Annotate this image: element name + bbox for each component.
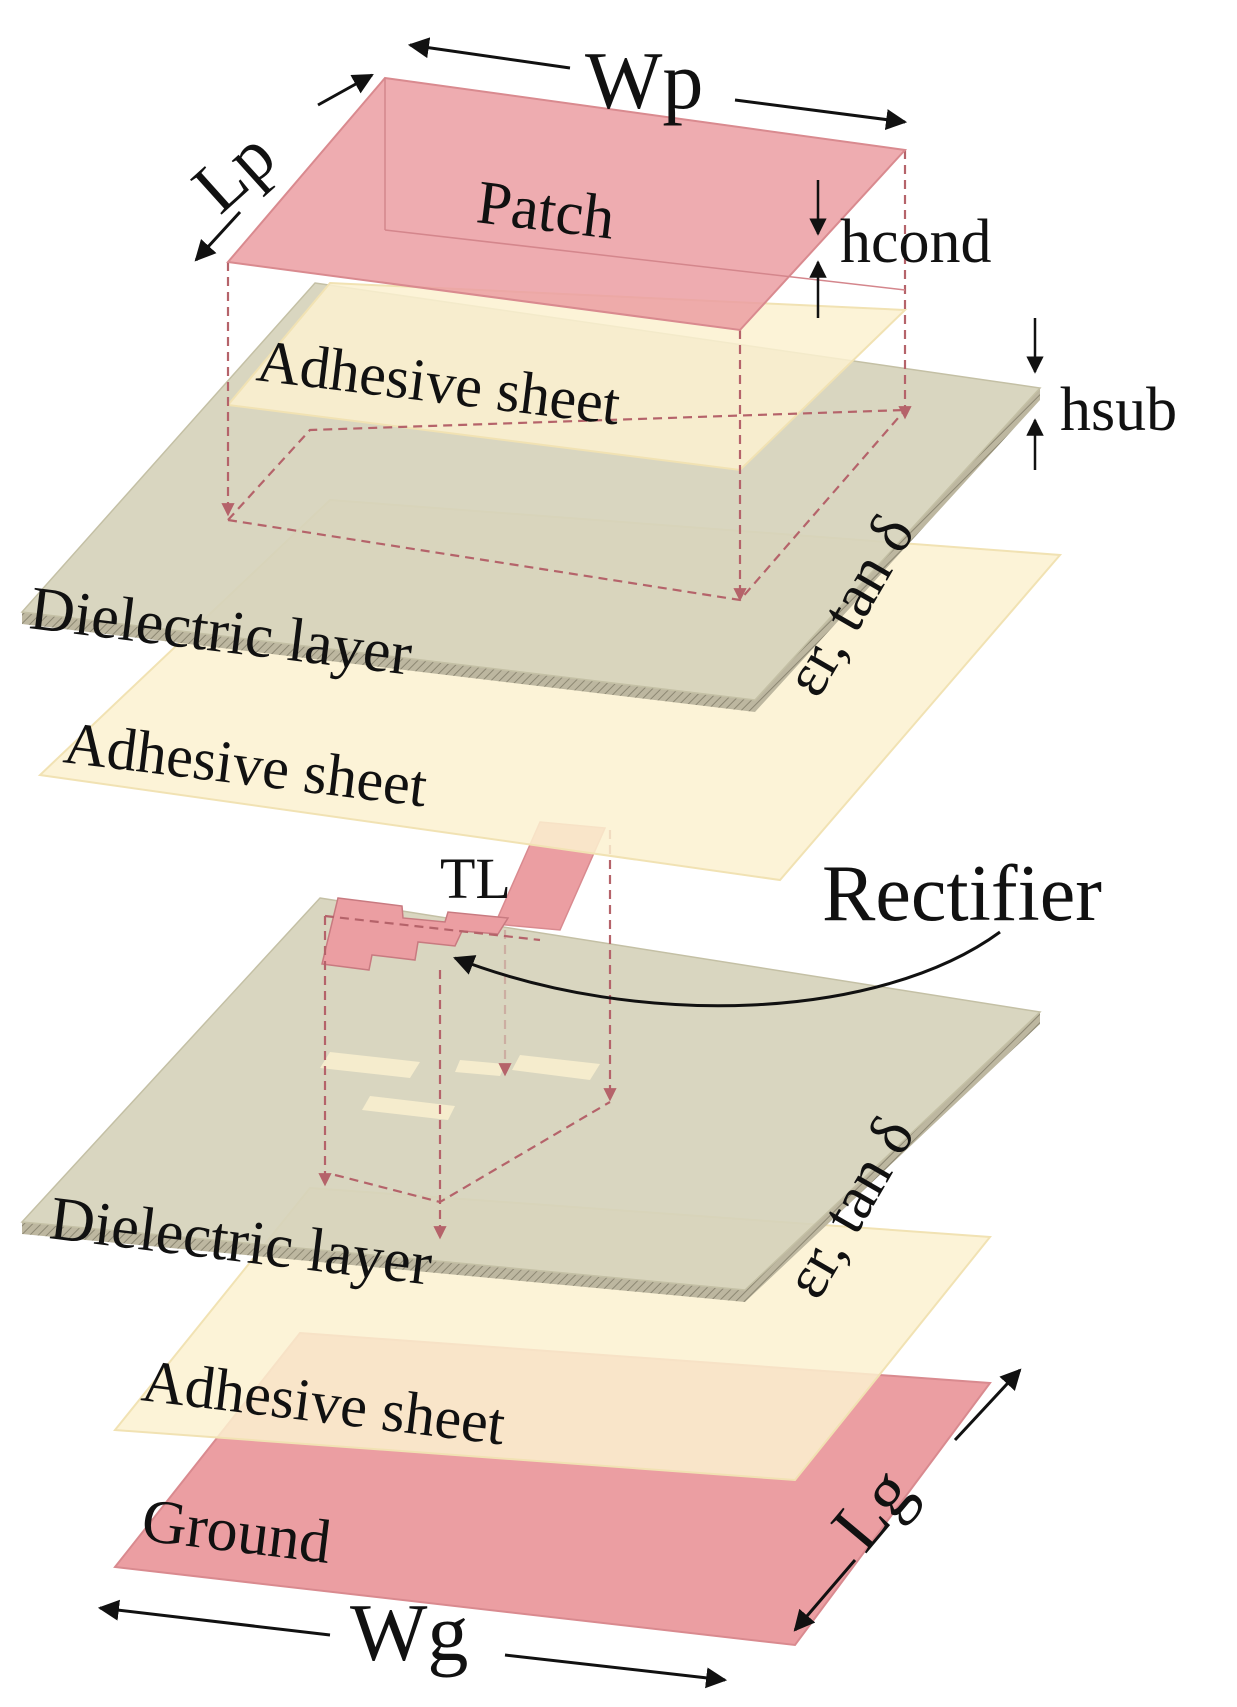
wp-dimension-arrow (407, 37, 908, 130)
projection-lines-bottom (318, 830, 617, 1240)
rectifier-traces (320, 1052, 600, 1120)
rectifier-pointer-arrow (453, 930, 1001, 1008)
projection-lines-top (221, 150, 912, 602)
dielectric-layer-bottom (20, 897, 1042, 1291)
lp-dimension-arrow (194, 73, 374, 262)
patch (226, 76, 908, 332)
tl-label: TL (440, 846, 511, 911)
hcond-label: hcond (840, 208, 992, 276)
hsub-label: hsub (1060, 376, 1177, 444)
wg-label: Wg (350, 1587, 468, 1678)
wp-label: Wp (585, 35, 703, 126)
rectifier-label: Rectifier (822, 850, 1102, 938)
lg-dimension-arrow (793, 1368, 1022, 1632)
wg-dimension-arrow (97, 1599, 728, 1689)
patch-label: Patch (473, 168, 618, 252)
